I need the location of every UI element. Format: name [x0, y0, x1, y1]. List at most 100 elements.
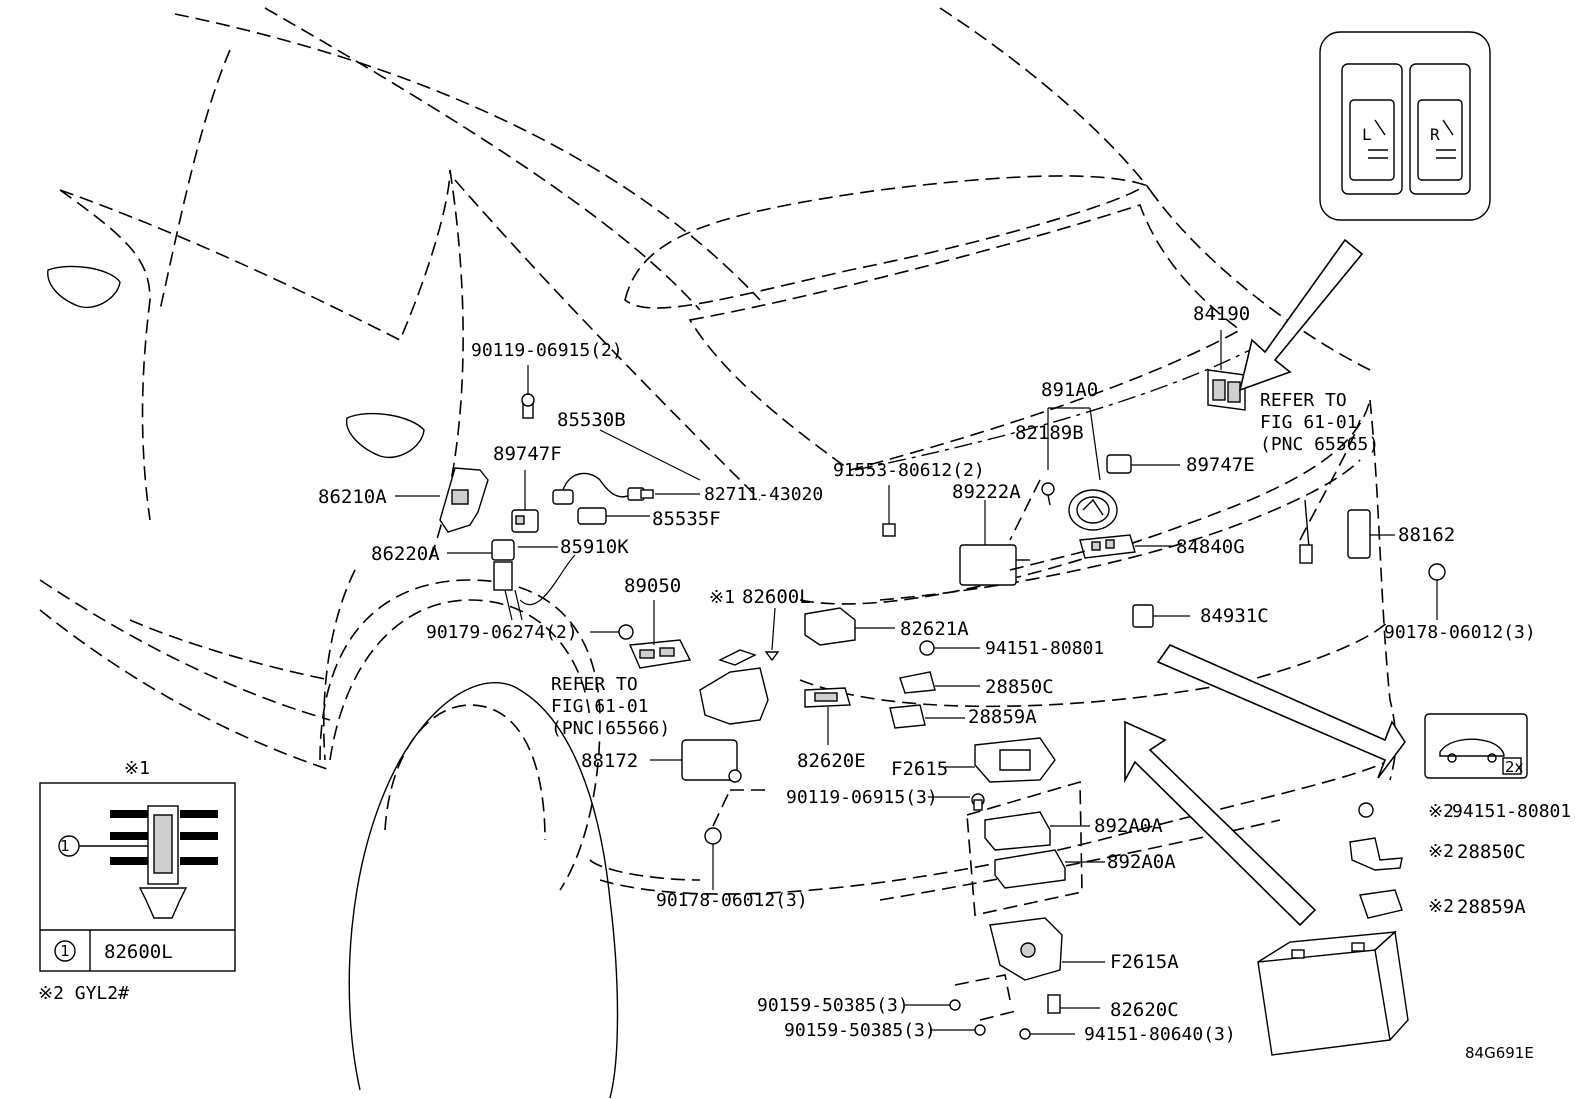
label-85910K: 85910K: [560, 536, 629, 558]
detail-part-number: 82600L: [104, 941, 173, 963]
label-84190: 84190: [1193, 303, 1250, 325]
part-85530B-harness: [552, 472, 645, 505]
lock-badge: 2x: [1505, 758, 1524, 776]
label-F2615: F2615: [891, 758, 948, 780]
label-84931C: 84931C: [1200, 605, 1269, 627]
label-891A0: 891A0: [1041, 379, 1098, 401]
part-82189B: [1041, 482, 1055, 506]
screw-91553: [882, 523, 896, 537]
part-86210A-bracket: [439, 467, 489, 533]
door-handle-front: [47, 265, 121, 309]
part-88172-bracket: [699, 649, 769, 725]
part-28859A-alt: [1359, 889, 1403, 919]
tailgate-lock-icon: 2x: [1424, 713, 1528, 779]
part-84840G-switch: [1079, 534, 1136, 559]
label-90179-06274-2: 90179-06274(2): [426, 622, 578, 643]
label-90178-06012-3-left: 90178-06012(3): [656, 890, 808, 911]
note1-mark: ※1: [709, 587, 735, 608]
bolt-90119-left-top: [521, 393, 535, 419]
diagram-code: 84G691E: [1465, 1044, 1534, 1062]
part-88162-sensor: [1347, 509, 1371, 559]
label-90159-50385-3-a: 90159-50385(3): [757, 995, 909, 1016]
detail-note-mark: ※1: [124, 758, 150, 779]
part-28850C: [899, 671, 936, 694]
switch-left-letter: L: [1362, 125, 1372, 144]
part-82621A: [804, 607, 856, 646]
part-86220A: [491, 539, 515, 591]
label-89222A: 89222A: [952, 481, 1021, 503]
label-82621A: 82621A: [900, 618, 969, 640]
part-88172-module: [681, 739, 742, 783]
refer-right-line1: REFER TO: [1260, 390, 1347, 411]
label-90119-06915-2: 90119-06915(2): [471, 340, 623, 361]
part-89747E: [1106, 454, 1132, 474]
label-91553-80612-2: 91553-80612(2): [833, 460, 985, 481]
label-82620C: 82620C: [1110, 999, 1179, 1021]
s2-mark-2: ※2: [1428, 841, 1454, 862]
footnote-gyl2: ※2 GYL2#: [38, 983, 129, 1004]
part-F2615-bracket: [974, 737, 1056, 783]
part-892A0A-upper: [984, 811, 1051, 851]
label-90159-50385-3-b: 90159-50385(3): [784, 1020, 936, 1041]
part-85535F: [577, 507, 607, 525]
label-85535F: 85535F: [652, 508, 721, 530]
part-89050-module: [628, 639, 692, 669]
bolt-90159-a: [949, 999, 961, 1011]
part-28850C-alt: [1349, 837, 1403, 871]
bolt-90159-b: [974, 1024, 986, 1036]
label-85530B: 85530B: [557, 409, 626, 431]
clip-detail-box: [39, 782, 236, 972]
label-88162: 88162: [1398, 524, 1455, 546]
label-82189B: 82189B: [1015, 422, 1084, 444]
door-handle-rear: [346, 412, 425, 458]
detail-callout-number: 1: [60, 837, 70, 855]
part-892A0A-lower: [994, 849, 1066, 889]
refer-left-line1: REFER TO: [551, 674, 638, 695]
s2-mark-1: ※2: [1428, 801, 1454, 822]
switch-detail-inset: L R: [1319, 31, 1491, 221]
label-94151-80640-3: 94151-80640(3): [1084, 1024, 1236, 1045]
refer-right-line2: FIG 61-01: [1260, 412, 1358, 433]
part-84931C: [1132, 604, 1154, 628]
nut-90178-right: [1428, 563, 1446, 581]
switch-right-letter: R: [1430, 125, 1440, 144]
label-89747F: 89747F: [493, 443, 562, 465]
label-90178-06012-3-right: 90178-06012(3): [1384, 622, 1536, 643]
label-94151-80801: 94151-80801: [985, 638, 1104, 659]
part-89747F: [511, 509, 539, 533]
bolt-82620C: [1047, 994, 1061, 1014]
part-82711-43020-clip: [640, 489, 654, 499]
label-82711-43020: 82711-43020: [704, 484, 823, 505]
nut-90178-left: [704, 827, 722, 845]
part-28859A: [889, 704, 926, 729]
label-94151-80801-alt: 94151-80801: [1452, 801, 1571, 822]
label-88172: 88172: [581, 750, 638, 772]
nut-94151-80801-alt: [1358, 802, 1374, 818]
label-84840G: 84840G: [1176, 536, 1245, 558]
label-28859A: 28859A: [968, 706, 1037, 728]
battery-icon: [1257, 930, 1409, 1056]
label-28850C-alt: 28850C: [1457, 841, 1526, 863]
part-emblem-camera: [1068, 489, 1118, 531]
s2-mark-3: ※2: [1428, 896, 1454, 917]
label-89747E: 89747E: [1186, 454, 1255, 476]
part-82620E: [804, 687, 851, 708]
label-82600L: 82600L: [742, 586, 811, 608]
bolt-90119-center: [971, 793, 985, 811]
nut-94151-80640: [1019, 1028, 1031, 1040]
refer-left-line3: (PNC 65566): [551, 718, 670, 739]
label-86220A: 86220A: [371, 543, 440, 565]
label-28859A-alt: 28859A: [1457, 896, 1526, 918]
label-F2615A: F2615A: [1110, 951, 1179, 973]
label-28850C: 28850C: [985, 676, 1054, 698]
nut-90179-06274: [618, 624, 634, 640]
detail-table-callout: 1: [60, 942, 70, 960]
nut-94151-80801: [919, 640, 935, 656]
label-89050: 89050: [624, 575, 681, 597]
part-rod-antenna: [1299, 499, 1313, 564]
part-F2615A-bracket: [989, 917, 1063, 981]
label-86210A: 86210A: [318, 486, 387, 508]
part-89222A-module: [959, 544, 1030, 586]
refer-left-line2: FIG 61-01: [551, 696, 649, 717]
